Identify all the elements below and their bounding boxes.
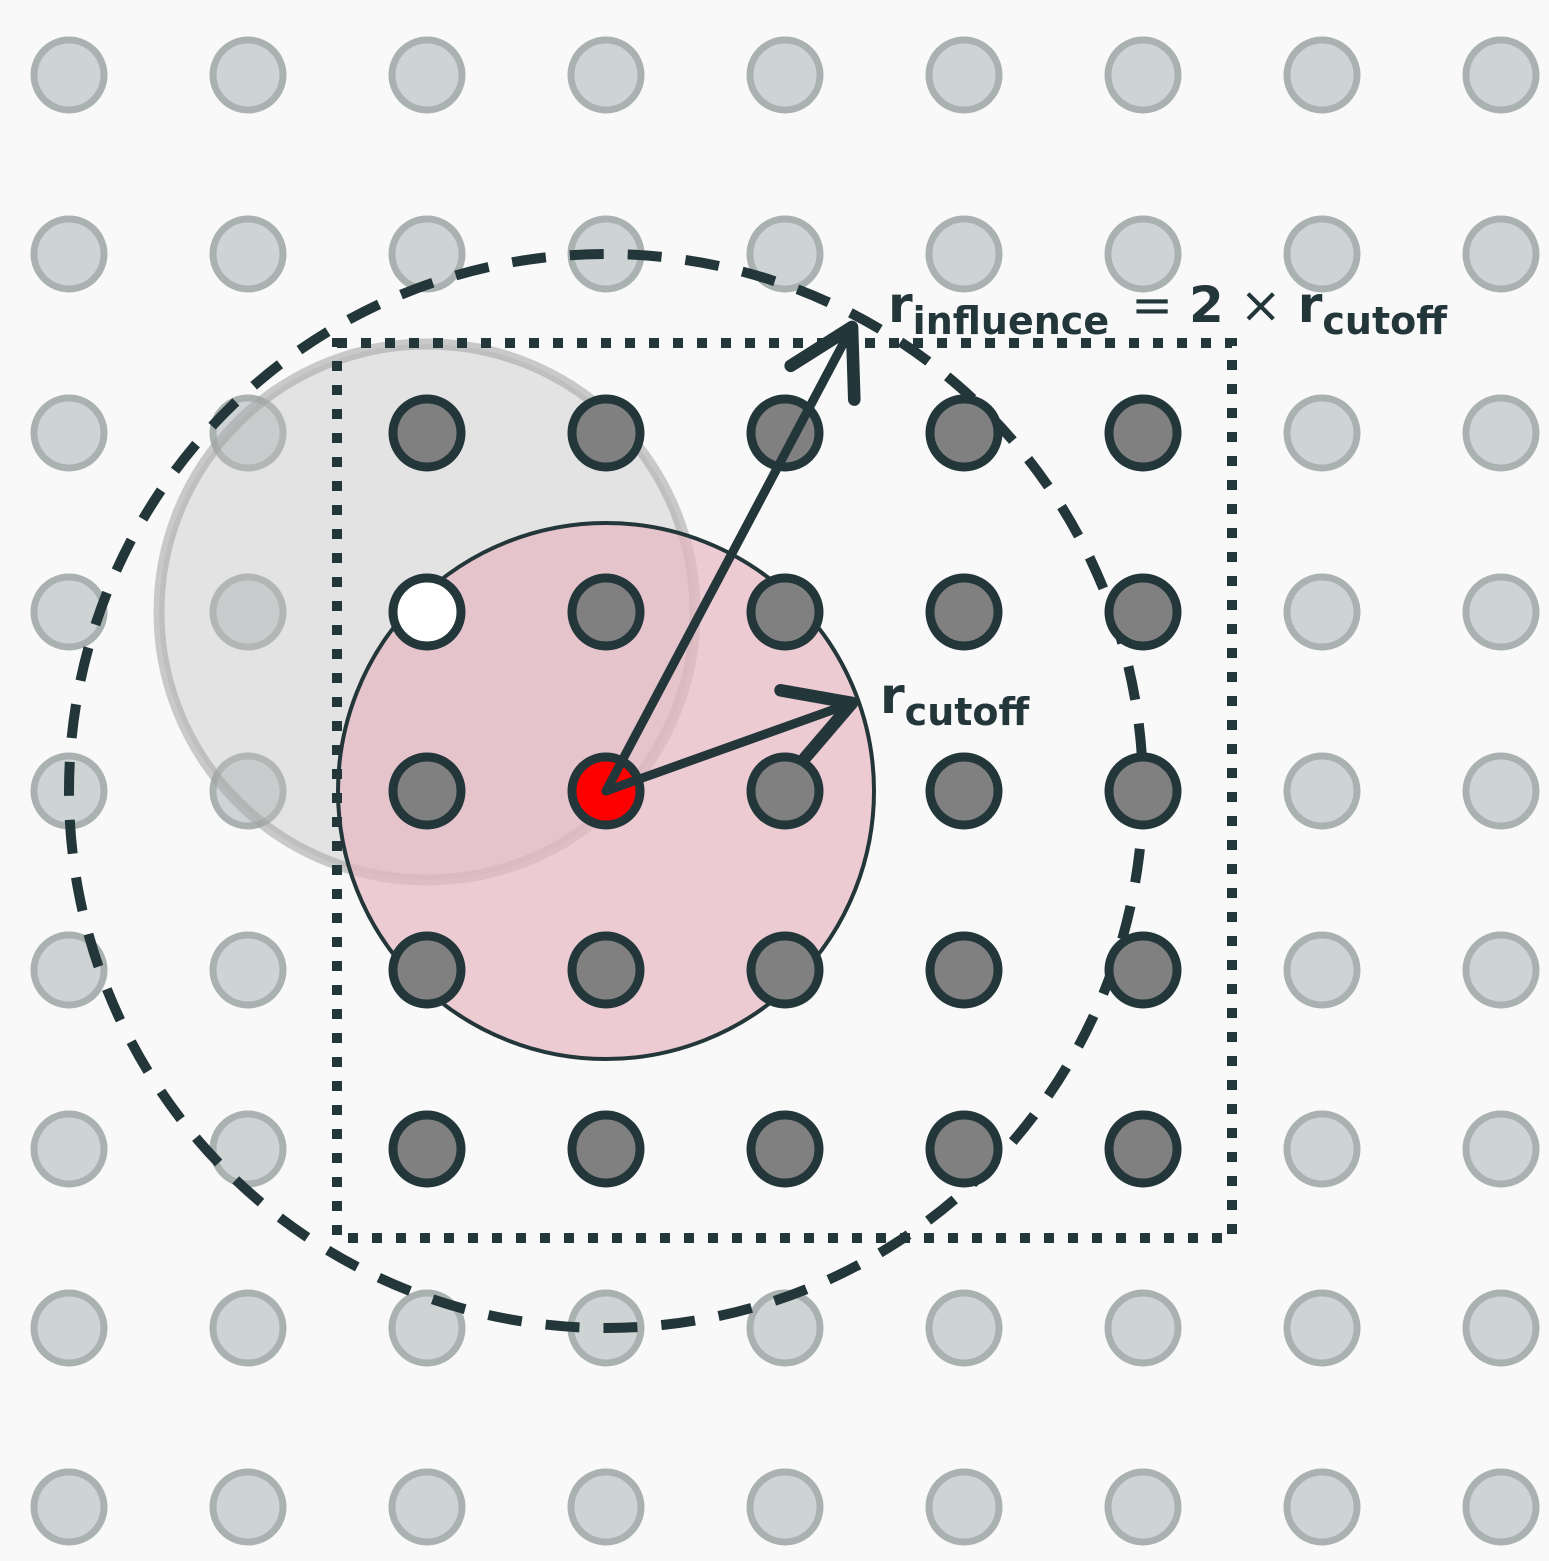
neighbor-atom bbox=[388, 931, 466, 1009]
background-atom bbox=[925, 215, 1003, 293]
background-atom bbox=[209, 1110, 287, 1188]
background-atom bbox=[567, 1468, 645, 1546]
background-atom bbox=[209, 215, 287, 293]
neighbor-atom bbox=[1104, 1110, 1182, 1188]
neighbor-bounding-box bbox=[332, 338, 1237, 1243]
equals-sign: = bbox=[1131, 276, 1173, 334]
background-atom bbox=[30, 1110, 108, 1188]
cutoff-label: rcutoff bbox=[880, 667, 1031, 734]
background-atom bbox=[1462, 394, 1540, 472]
neighbor-atom bbox=[746, 752, 824, 830]
background-atom bbox=[1462, 36, 1540, 114]
background-atom bbox=[1283, 573, 1361, 651]
background-atom bbox=[30, 573, 108, 651]
background-atom bbox=[1283, 1110, 1361, 1188]
background-atom bbox=[746, 1289, 824, 1367]
background-atom bbox=[925, 1289, 1003, 1367]
neighbor-atom bbox=[925, 394, 1003, 472]
neighbor-atom bbox=[567, 573, 645, 651]
vacancy-site bbox=[388, 573, 466, 651]
background-atom bbox=[209, 1468, 287, 1546]
background-atom bbox=[30, 394, 108, 472]
background-atom bbox=[746, 36, 824, 114]
background-atom bbox=[1462, 1468, 1540, 1546]
background-atom bbox=[567, 36, 645, 114]
background-atom bbox=[1283, 1468, 1361, 1546]
background-atom bbox=[30, 931, 108, 1009]
neighbor-atom bbox=[746, 931, 824, 1009]
neighbor-atom bbox=[388, 752, 466, 830]
influence-r-cutoff: r bbox=[1298, 276, 1323, 334]
background-atom bbox=[1462, 752, 1540, 830]
background-atom bbox=[1104, 215, 1182, 293]
background-atom bbox=[209, 931, 287, 1009]
background-atom bbox=[1283, 36, 1361, 114]
cutoff-radius-arrow bbox=[601, 684, 859, 796]
background-atom bbox=[925, 1468, 1003, 1546]
background-atom bbox=[388, 36, 466, 114]
background-atom bbox=[1283, 1289, 1361, 1367]
neighbor-atom bbox=[746, 573, 824, 651]
background-atom bbox=[1104, 1468, 1182, 1546]
neighbor-atom bbox=[1104, 931, 1182, 1009]
background-atom bbox=[746, 1468, 824, 1546]
neighbor-atom bbox=[567, 1110, 645, 1188]
background-atom bbox=[30, 215, 108, 293]
neighbor-atom bbox=[567, 394, 645, 472]
background-atom bbox=[1462, 931, 1540, 1009]
background-atom bbox=[209, 752, 287, 830]
neighbor-atom bbox=[746, 1110, 824, 1188]
background-atom bbox=[1283, 752, 1361, 830]
background-atom bbox=[1283, 394, 1361, 472]
background-atom bbox=[746, 215, 824, 293]
background-atom bbox=[388, 215, 466, 293]
background-atom bbox=[388, 1468, 466, 1546]
times-sign: × bbox=[1240, 276, 1282, 334]
cutoff-subscript: cutoff bbox=[905, 690, 1031, 734]
background-atom bbox=[1104, 36, 1182, 114]
background-atom bbox=[30, 1289, 108, 1367]
influence-radius-arrow bbox=[601, 320, 861, 796]
background-atom bbox=[1462, 215, 1540, 293]
background-atom bbox=[209, 394, 287, 472]
background-atom bbox=[388, 1289, 466, 1367]
neighbor-atom bbox=[1104, 573, 1182, 651]
background-atom bbox=[1283, 931, 1361, 1009]
influence-factor: 2 bbox=[1189, 276, 1224, 334]
neighbor-atom bbox=[1104, 394, 1182, 472]
background-atom bbox=[1462, 573, 1540, 651]
influence-r: r bbox=[888, 276, 913, 334]
background-atom bbox=[1462, 1110, 1540, 1188]
background-atom bbox=[209, 1289, 287, 1367]
background-atom bbox=[209, 36, 287, 114]
background-atom bbox=[925, 36, 1003, 114]
neighbor-atom bbox=[388, 1110, 466, 1188]
cutoff-r: r bbox=[880, 667, 905, 725]
background-atom bbox=[209, 573, 287, 651]
background-atom bbox=[1462, 1289, 1540, 1367]
neighbor-atom bbox=[388, 394, 466, 472]
influence-cutoff-subscript: cutoff bbox=[1322, 299, 1448, 343]
background-atom bbox=[1104, 1289, 1182, 1367]
active-atoms bbox=[388, 394, 1182, 1188]
neighbor-atom bbox=[925, 1110, 1003, 1188]
background-atom bbox=[1283, 215, 1361, 293]
neighbor-atom bbox=[925, 931, 1003, 1009]
background-atom bbox=[30, 36, 108, 114]
neighbor-atom bbox=[1104, 752, 1182, 830]
neighbor-atom bbox=[925, 752, 1003, 830]
background-atom bbox=[30, 1468, 108, 1546]
neighbor-atom bbox=[925, 573, 1003, 651]
influence-subscript: influence bbox=[913, 299, 1109, 343]
influence-label: rinfluence=2×rcutoff bbox=[888, 276, 1448, 343]
neighbor-atom bbox=[567, 931, 645, 1009]
